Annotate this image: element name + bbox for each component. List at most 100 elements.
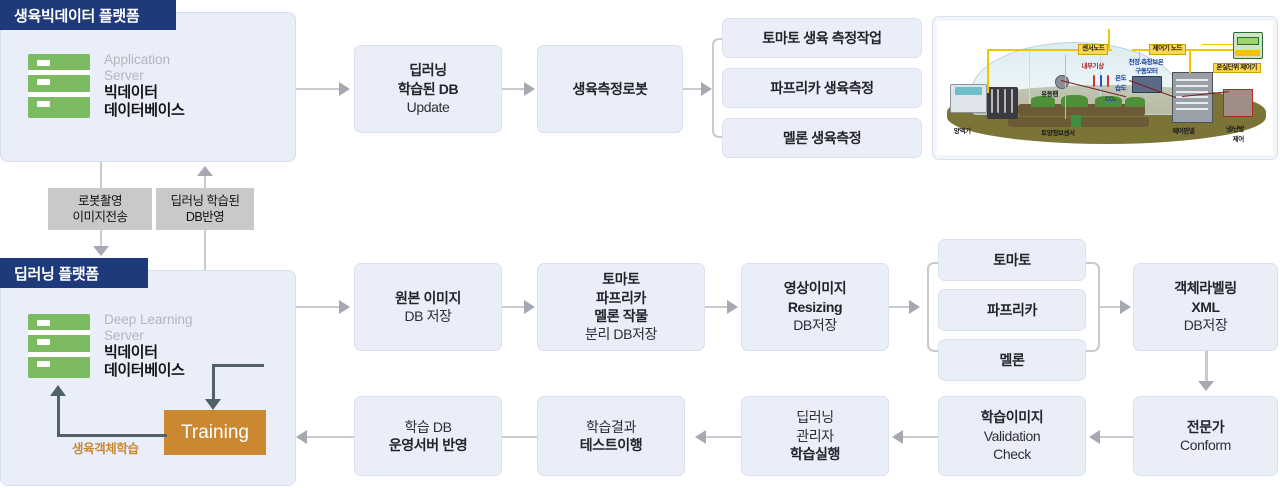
process-line: 관리자 [796, 427, 834, 444]
process-line: 전문가 [1186, 418, 1225, 435]
platform-bigdata-header-label: 생육빅데이터 플랫폼 [14, 7, 140, 25]
line-robot-to-group [683, 88, 703, 90]
process-line: DB저장 [1183, 317, 1228, 334]
process-deep-db-update[interactable]: 딥러닝 학습된 DB Update [354, 45, 502, 133]
bigdata-server-title-line2: 데이터베이스 [104, 101, 185, 119]
bigdata-server: Application Server 빅데이터 데이터베이스 [28, 52, 185, 119]
greenhouse-illustration: 센서노드 제어기 노드 온실단위 제어기 내부기상 온도 습도 CO₂ 천장.측… [932, 16, 1278, 160]
process-expert-conform[interactable]: 전문가 Conform [1133, 396, 1278, 476]
bigdata-server-title-line1: 빅데이터 [104, 83, 158, 101]
process-line: 멜론 작물 [594, 308, 648, 324]
line-split-to-resizing [705, 306, 729, 308]
crop-melon[interactable]: 멜론 [938, 339, 1086, 381]
dl-server-sub-line2: Server [104, 327, 144, 343]
process-crop-split-db[interactable]: 토마토 파프리카 멜론 작물 분리 DB저장 [537, 263, 705, 351]
arrow-left-to-exec [892, 430, 903, 444]
process-line: 파프리카 생육측정 [770, 79, 874, 96]
bracket-crop-group-right [1086, 262, 1100, 352]
line-update-to-robot [502, 88, 526, 90]
arrow-down-to-conform [1198, 381, 1214, 391]
process-dl-manager-exec[interactable]: 딥러닝 관리자 학습실행 [741, 396, 889, 476]
measure-task-melon[interactable]: 멜론 생육측정 [722, 118, 922, 158]
process-line: XML [1191, 298, 1220, 315]
bigdata-server-sub-line2: Server [104, 67, 144, 83]
server-icon [28, 313, 90, 378]
line-test-to-opdb [502, 436, 537, 438]
line-validation-to-exec [903, 436, 938, 438]
line-training-loop-h [57, 434, 167, 437]
arrow-to-measure-group [701, 82, 712, 96]
measure-task-tomato[interactable]: 토마토 생육 측정작업 [722, 18, 922, 58]
label-hvac-line1: 냉/난방 [1225, 125, 1245, 133]
label-soil-sensor: 토양정보센서 [1041, 129, 1075, 137]
process-line: 멜론 생육측정 [782, 129, 862, 146]
crop-tomato[interactable]: 토마토 [938, 239, 1086, 281]
line-labeling-to-conform [1205, 351, 1208, 383]
line-exec-to-test [706, 436, 741, 438]
arrow-up-into-db [50, 385, 66, 396]
process-result-test[interactable]: 학습결과 테스트이행 [537, 396, 685, 476]
training-loop-label: 생육객체학습 [72, 442, 139, 456]
tag-controller-node: 제어기 노드 [1148, 43, 1186, 55]
process-line: DB 저장 [404, 308, 452, 324]
arrow-up-to-bigdata-platform [197, 166, 213, 176]
line-dl-to-chip2 [204, 230, 206, 278]
bigdata-server-sub-line1: Application [104, 52, 171, 67]
process-growth-robot[interactable]: 생육측정로봇 [537, 45, 683, 133]
process-line: Check [993, 446, 1031, 463]
deeplearning-server: Deep Learning Server 빅데이터 데이터베이스 [28, 312, 193, 379]
dl-server-title-line1: 빅데이터 [104, 343, 158, 361]
process-train-db-to-ops[interactable]: 학습 DB 운영서버 반영 [354, 396, 502, 476]
chip-db-reflect-line1: 딥러닝 학습된 [170, 193, 240, 208]
chip-db-reflect-line2: DB반영 [185, 210, 225, 224]
arrow-down-to-dl-platform [93, 246, 109, 256]
process-line: Validation [983, 427, 1041, 444]
process-line: 학습결과 [586, 418, 636, 435]
label-ceiling-motor-line2: 구동모터 [1135, 67, 1158, 75]
measure-task-paprika[interactable]: 파프리카 생육측정 [722, 68, 922, 108]
process-image-resizing-db[interactable]: 영상이미지 Resizing DB저장 [741, 263, 889, 351]
process-line: 학습된 DB [397, 80, 459, 97]
label-internal-weather: 내부기상 [1081, 62, 1104, 70]
arrow-left-to-dl-platform [296, 430, 307, 444]
process-line: 원본 이미지 [395, 289, 461, 306]
chip-robot-capture: 로봇촬영 이미지전송 [48, 188, 152, 230]
process-line: 테스트이행 [579, 437, 643, 453]
arrow-to-labeling [1120, 300, 1131, 314]
arrow-to-crop-group [909, 300, 920, 314]
process-training-image-validation[interactable]: 학습이미지 Validation Check [938, 396, 1086, 476]
line-training-loop-v [57, 396, 60, 437]
process-original-image-db[interactable]: 원본 이미지 DB 저장 [354, 263, 502, 351]
process-line: 딥러닝 [796, 409, 834, 426]
line-crops-to-labeling [1100, 306, 1122, 308]
label-nutrient-machine: 양액기 [953, 128, 971, 136]
chip-db-reflect: 딥러닝 학습된 DB반영 [156, 188, 254, 230]
process-line: 토마토 [993, 251, 1031, 268]
label-circulation-fan: 유동팬 [1041, 90, 1058, 98]
process-object-labeling-xml[interactable]: 객체라벨링 XML DB저장 [1133, 263, 1278, 351]
arrow-down-into-training [205, 399, 221, 410]
process-line: Conform [1180, 437, 1231, 453]
arrow-to-robot [524, 82, 535, 96]
line-db-to-training-h [212, 364, 264, 367]
tag-greenhouse-controller: 온실단위 제어기 [1212, 62, 1261, 74]
line-dl-to-original-image [296, 306, 340, 308]
line-db-to-training-v [212, 364, 215, 400]
tag-sensor-node: 센서노드 [1078, 43, 1109, 55]
crop-paprika[interactable]: 파프리카 [938, 289, 1086, 331]
process-line: 학습이미지 [980, 409, 1044, 426]
label-hvac-line2: 제어 [1232, 136, 1245, 144]
arrow-to-original-image [339, 300, 350, 314]
greenhouse-controller-device [1232, 31, 1263, 59]
process-line: DB저장 [793, 317, 837, 334]
bracket-measure-group [712, 38, 726, 138]
training-label: Training [181, 421, 249, 443]
process-line: 영상이미지 [783, 280, 847, 297]
process-line: 운영서버 반영 [388, 437, 468, 453]
training-box[interactable]: Training [164, 410, 266, 455]
process-line: 학습 DB [404, 418, 452, 435]
arrow-to-split [524, 300, 535, 314]
process-line: 분리 DB저장 [584, 326, 658, 343]
process-line: 객체라벨링 [1174, 280, 1237, 297]
